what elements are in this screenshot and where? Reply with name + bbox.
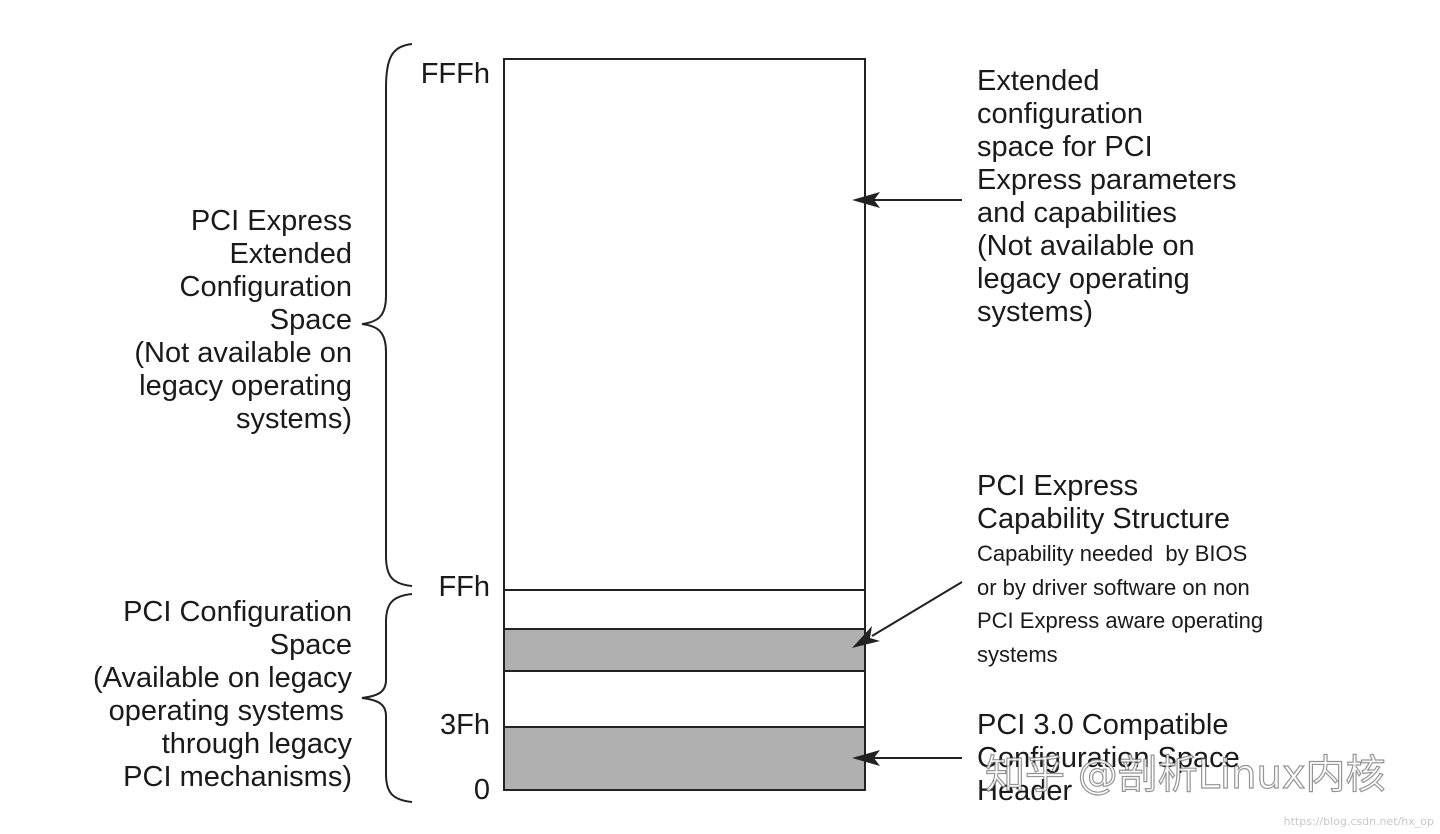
right-label-header: PCI 3.0 Compatible Configuration Space H… [977, 709, 1240, 807]
watermark-text: 知乎 @剖析Linux内核 [984, 751, 1386, 798]
address-fffh: FFFh [420, 58, 490, 90]
right-label-capability-desc: Capability needed by BIOS or by driver s… [977, 541, 1264, 667]
header-arrow [852, 750, 962, 766]
legacy-middle-block [503, 670, 866, 728]
left-label-extended: PCI Express Extended Configuration Space… [134, 205, 352, 435]
header-block [503, 726, 866, 791]
capability-structure-block [503, 628, 866, 672]
extended-space-block [503, 58, 866, 591]
extended-arrow [852, 192, 962, 208]
capability-arrow [852, 581, 963, 648]
address-ffh: FFh [438, 571, 490, 603]
address-3fh: 3Fh [440, 709, 490, 741]
left-label-legacy: PCI Configuration Space (Available on le… [92, 596, 352, 793]
right-label-capability-title: PCI Express Capability Structure [977, 470, 1231, 535]
legacy-space-brace [361, 593, 413, 803]
right-label-extended: Extended configuration space for PCI Exp… [977, 65, 1237, 328]
address-zero: 0 [473, 774, 490, 806]
legacy-upper-block [503, 589, 866, 630]
extended-space-brace [361, 43, 413, 587]
watermark-url: https://blog.csdn.net/hx_op [1283, 815, 1434, 828]
